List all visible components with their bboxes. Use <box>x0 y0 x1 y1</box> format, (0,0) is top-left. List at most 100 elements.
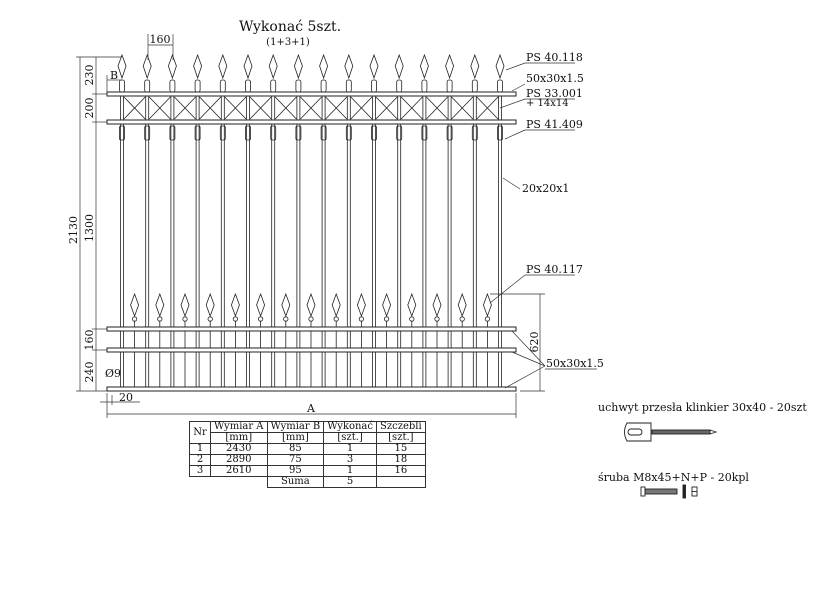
label-picket: 20x20x1 <box>522 182 569 195</box>
ornament <box>497 125 503 141</box>
table-unit-row: [mm] [mm] [szt.] [szt.] <box>190 432 426 444</box>
bottom-spike <box>382 292 392 318</box>
bottom-spike <box>356 292 366 318</box>
bottom-spike <box>155 292 165 318</box>
dimension-table: Nr Wymiar A Wymiar B Wykonać Szczebli [m… <box>189 421 426 488</box>
cell: 16 <box>376 465 426 477</box>
top-spike <box>142 53 152 80</box>
lattice-cross <box>325 96 348 120</box>
ornament <box>345 125 352 141</box>
cell: 2890 <box>210 454 268 466</box>
bottom-spike <box>130 292 140 318</box>
ornament <box>396 125 403 141</box>
unit-wykonac: [szt.] <box>323 432 377 444</box>
pickets <box>117 53 505 387</box>
top-spike <box>117 53 127 80</box>
top-spike <box>243 53 253 80</box>
bottom-spike <box>306 292 316 318</box>
ornament <box>144 125 151 141</box>
bottom-spike <box>180 292 190 318</box>
lattice-cross <box>274 96 297 120</box>
spike-collar <box>245 79 251 93</box>
cell: 3 <box>189 465 211 477</box>
spike-ball <box>308 316 314 322</box>
dim-spacing: 160 <box>150 33 171 46</box>
bracket-icon <box>624 422 718 442</box>
top-spike <box>293 53 303 80</box>
top-spike <box>193 53 203 80</box>
cell: 95 <box>266 465 325 477</box>
spike-collar <box>144 79 151 93</box>
spike-collar <box>471 79 478 93</box>
drawing-subtitle: (1+3+1) <box>266 37 310 48</box>
cell: 18 <box>376 454 426 466</box>
lower-rail-1 <box>106 326 517 332</box>
cell: 15 <box>376 443 426 455</box>
lattice-cross <box>350 96 373 120</box>
sum-label: Suma <box>266 476 325 488</box>
spike-ball <box>132 316 138 322</box>
header-wymiar-a: Wymiar A <box>210 421 268 433</box>
ornament <box>295 125 302 141</box>
top-spike <box>419 53 429 80</box>
ornament <box>119 125 125 141</box>
lattice-cross <box>400 96 423 120</box>
spike-ball <box>459 316 465 322</box>
lattice-cross <box>300 96 322 120</box>
sum-blank <box>376 476 426 488</box>
spike-ball <box>232 316 238 322</box>
bottom-spike <box>482 292 492 318</box>
header-szczebli: Szczebli <box>376 421 426 433</box>
spike-ball <box>409 316 415 322</box>
spike-ball <box>484 316 490 322</box>
lattice-cross <box>174 96 196 120</box>
spike-collar <box>119 79 125 93</box>
dim-spike-height: 230 <box>83 65 96 86</box>
ornament <box>421 125 428 141</box>
spike-ball <box>257 316 264 322</box>
top-spike <box>344 53 354 80</box>
bottom-spike <box>457 292 467 318</box>
spike-collar <box>219 79 226 93</box>
top-spike <box>218 53 228 80</box>
spike-collar <box>421 79 428 93</box>
bottom-spike <box>230 292 240 318</box>
bottom-spike <box>331 292 341 318</box>
lattice-cross <box>148 96 171 120</box>
bottom-spike <box>256 292 266 318</box>
ornament <box>245 125 251 141</box>
spike-collar <box>446 79 453 93</box>
header-nr: Nr <box>189 421 211 444</box>
spike-collar <box>396 79 403 93</box>
label-bottom-rails: 50x30x1.5 <box>546 357 604 370</box>
top-rail <box>106 91 517 97</box>
bracket-label: uchwyt przesła klinkier 30x40 - 20szt <box>598 401 807 414</box>
spike-collar <box>497 79 503 93</box>
table-sum-row: Suma 5 <box>190 476 426 488</box>
spike-collar <box>169 79 176 93</box>
label-ornament: PS 41.409 <box>526 118 583 131</box>
top-spike <box>167 53 177 80</box>
dim-lattice-height: 200 <box>83 98 96 119</box>
rails <box>106 91 517 392</box>
spike-collar <box>194 79 201 93</box>
dim-b: B <box>110 69 118 82</box>
cell: 75 <box>266 454 325 466</box>
dim-middle-height: 1300 <box>83 214 96 242</box>
top-spike <box>268 53 278 80</box>
table-header-row: Nr Wymiar A Wymiar B Wykonać Szczebli <box>189 421 426 444</box>
lattice-cross <box>249 96 272 120</box>
dimension-lines <box>76 34 545 418</box>
dim-total-height: 2130 <box>67 216 80 244</box>
top-spike <box>319 53 329 80</box>
lattice-lower-rail <box>106 119 517 125</box>
top-spike <box>369 53 379 80</box>
spike-ball <box>333 316 339 322</box>
bottom-spike <box>281 292 291 318</box>
lattice-cross <box>426 96 448 120</box>
spike-collar <box>270 79 277 93</box>
screw-label: śruba M8x45+N+P - 20kpl <box>598 471 749 484</box>
label-lattice-sub: + 14x14 <box>526 98 569 109</box>
